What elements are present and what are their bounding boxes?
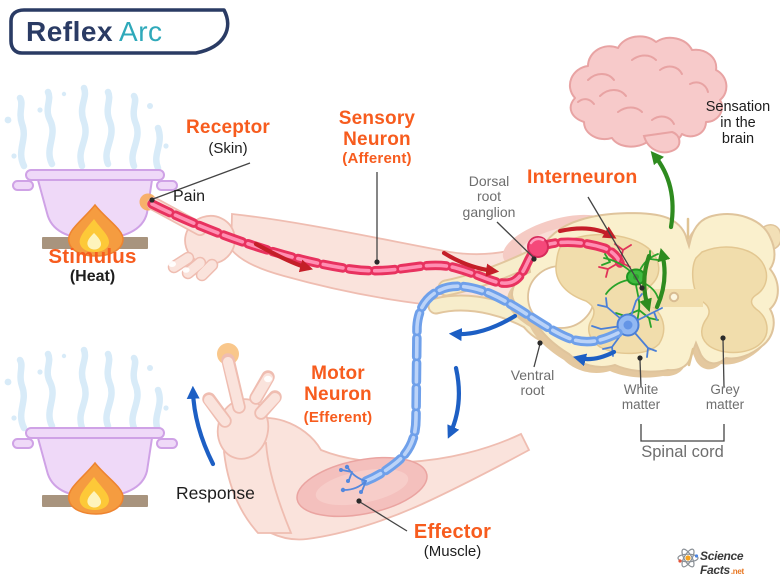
title-box [9,8,230,55]
label-sensation-brain: Sensation in the brain [705,99,771,147]
watermark-logo: Science Facts.net [700,549,780,576]
motor-terminal-branches [341,467,367,492]
label-effector-sub: (Muscle) [423,543,482,560]
brain [569,35,728,154]
spinal-cord-bracket [640,424,725,442]
label-dorsal-root-ganglion: Dorsal root ganglion [462,173,516,220]
motor-terminal-knobs [339,464,363,494]
pointer-dots [149,197,726,504]
label-ventral-root: Ventral root [510,367,555,399]
atom-icon [677,548,699,568]
motor-neuron [339,281,623,494]
response-arrow [186,385,216,467]
label-stimulus: Stimulus [48,245,137,268]
stimulus-pot [12,169,178,257]
brain-arrows [639,150,675,312]
title-word-arc: Arc [119,16,163,47]
central-canal [668,291,680,303]
label-sensory-neuron-sub: (Afferent) [342,150,412,167]
signal-arrows [186,150,675,467]
label-stimulus-sub: (Heat) [69,268,116,285]
watermark-brand: Science Facts [700,549,744,576]
label-receptor: Receptor [186,117,270,138]
label-grey-matter: Grey matter [705,382,745,412]
motor-neuron-cell [591,293,663,358]
label-white-matter: White matter [621,382,661,412]
brain-gyri [577,54,709,125]
sensory-arrows [253,226,617,277]
motor-arrows [186,313,617,467]
label-receptor-sub: (Skin) [208,140,248,157]
label-response: Response [176,483,255,503]
label-sensory-neuron: Sensory Neuron [338,108,416,150]
response-pot [12,427,178,515]
label-pain: Pain [173,188,206,205]
pointer-lines [152,162,725,532]
to-brain-arrow [650,150,675,230]
label-effector: Effector [413,521,492,543]
label-spinal-cord: Spinal cord [641,443,724,461]
response-hand [202,343,293,534]
label-interneuron: Interneuron [527,166,638,188]
watermark-tld: .net [730,567,744,576]
label-motor-neuron: Motor Neuron [304,363,372,405]
interneuron-cell [601,250,659,328]
label-motor-neuron-sub: (Efferent) [303,409,373,426]
title-word-reflex: Reflex [26,16,114,47]
sensory-neuron [147,199,632,288]
